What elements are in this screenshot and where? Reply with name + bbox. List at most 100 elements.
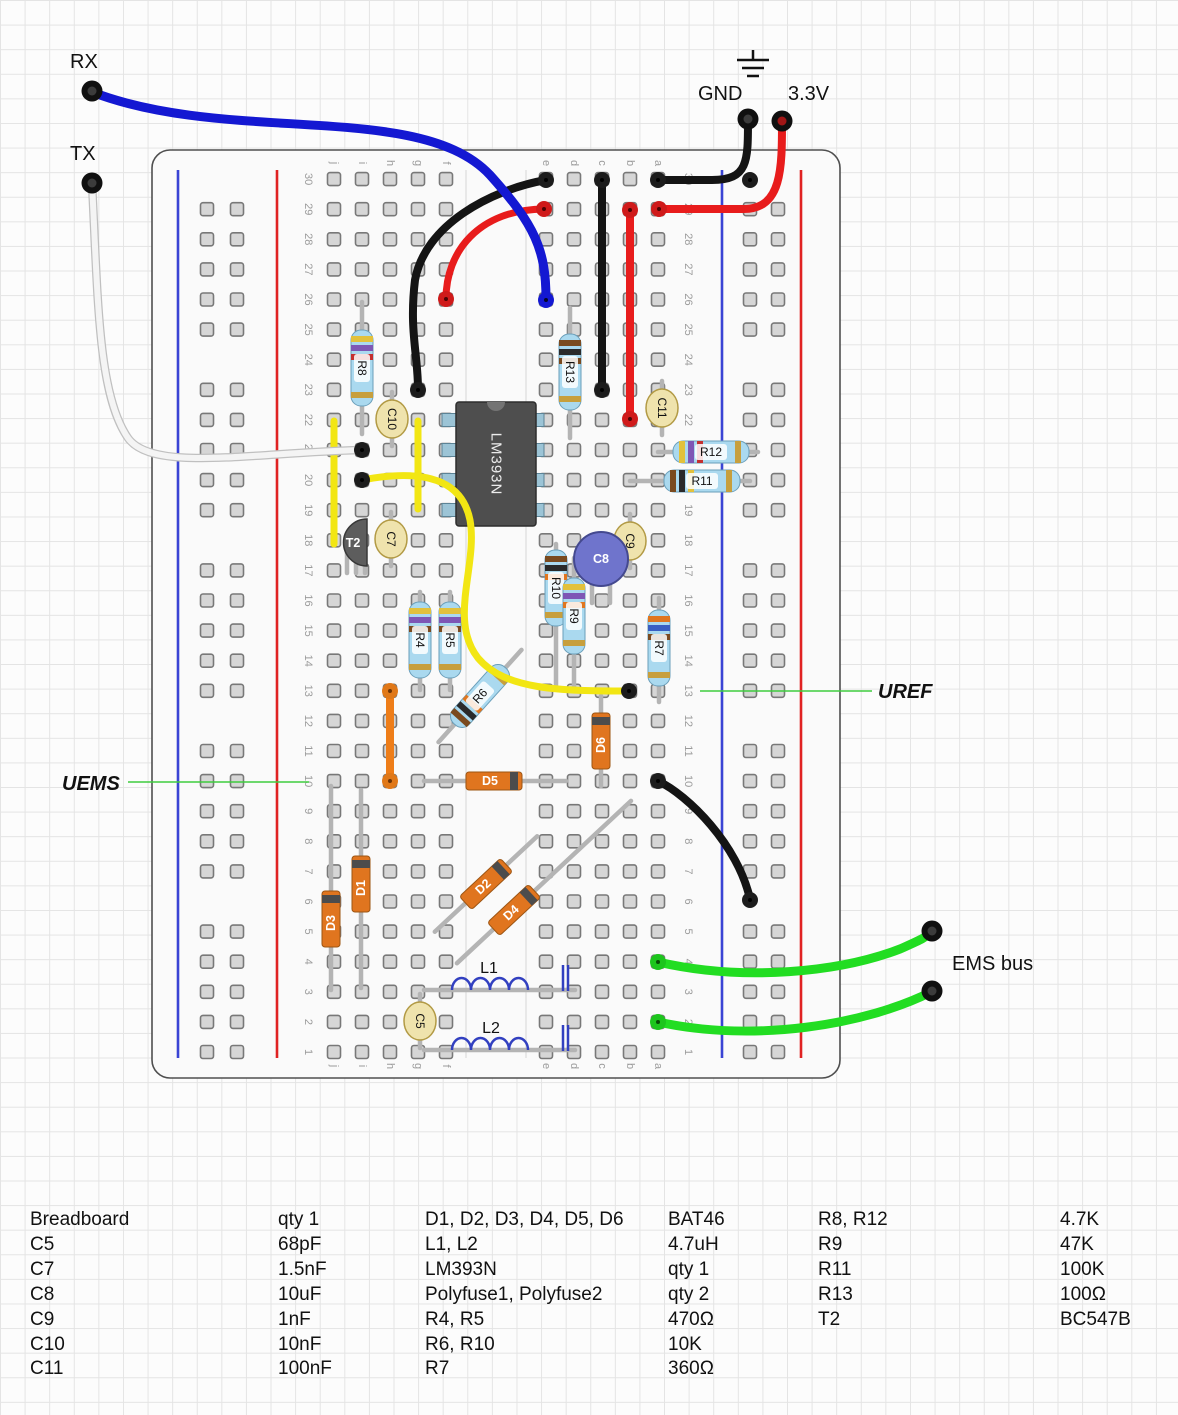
breadboard-hole: [229, 1014, 245, 1030]
breadboard-hole: [199, 412, 215, 428]
breadboard-print: 7: [682, 868, 694, 874]
capacitor-body: [573, 531, 629, 587]
breadboard-hole: [650, 232, 666, 247]
breadboard-hole: [410, 713, 426, 729]
breadboard-hole: [742, 623, 758, 638]
breadboard-print: 17: [682, 564, 694, 576]
breadboard-hole: [622, 924, 638, 939]
breadboard-hole: [594, 1044, 610, 1060]
capacitor-c11-label: C11: [655, 397, 669, 418]
breadboard-hole: [770, 563, 786, 578]
diode-d6-label: D6: [594, 737, 608, 753]
breadboard-hole: [566, 472, 582, 488]
ic-lm393n: LM393N: [441, 401, 545, 527]
parts-cell: L1, L2: [425, 1233, 478, 1255]
breadboard-print: j: [328, 1064, 340, 1067]
breadboard-hole: [354, 1044, 370, 1060]
breadboard-hole: [770, 502, 786, 518]
wire-yellow-uref: [358, 472, 633, 695]
breadboard-hole: [742, 803, 758, 819]
breadboard-hole: [742, 743, 758, 759]
resistor-r5: R5: [438, 589, 462, 693]
breadboard-print: 18: [682, 534, 694, 546]
breadboard-print: 1: [302, 1049, 314, 1055]
breadboard-hole: [622, 984, 638, 1000]
breadboard-hole: [594, 623, 610, 638]
resistor-r9-label: R9: [567, 608, 581, 624]
breadboard-hole: [382, 954, 398, 970]
breadboard-hole: [770, 232, 786, 247]
wire-white-tx: [89, 180, 363, 461]
breadboard-print: 9: [682, 808, 694, 814]
breadboard-hole: [538, 833, 554, 849]
breadboard-hole: [229, 472, 245, 488]
breadboard-hole: [742, 412, 758, 428]
breadboard-hole: [594, 502, 610, 518]
breadboard-hole: [326, 171, 342, 187]
wire-black-to-rail: [654, 777, 754, 903]
breadboard-hole: [594, 412, 610, 428]
connection-dot: [650, 954, 666, 970]
breadboard-hole: [229, 502, 245, 518]
breadboard-hole: [199, 262, 215, 277]
breadboard-hole: [229, 683, 245, 699]
wire-blue-rx: [87, 87, 551, 304]
breadboard-hole: [438, 532, 454, 548]
breadboard-hole: [229, 232, 245, 247]
wires: [87, 87, 936, 1036]
resistor-r4-label: R4: [413, 632, 427, 648]
capacitor-c8: C8: [573, 531, 629, 606]
parts-cell: R6, R10: [425, 1333, 495, 1355]
breadboard-hole: [650, 803, 666, 819]
breadboard-hole: [770, 924, 786, 939]
parts-cell: 1nF: [278, 1308, 311, 1330]
breadboard-print: h: [384, 1063, 396, 1069]
breadboard-hole: [382, 984, 398, 1000]
breadboard-hole: [326, 653, 342, 669]
breadboard-hole: [538, 532, 554, 548]
breadboard-hole: [566, 773, 582, 789]
diode-body: [465, 771, 523, 791]
resistor-r8: R8: [350, 299, 374, 437]
parts-cell: 10K: [668, 1333, 702, 1355]
breadboard-hole: [199, 1014, 215, 1030]
breadboard-hole: [538, 322, 554, 337]
resistor-band: [688, 441, 694, 463]
breadboard-hole: [538, 1014, 554, 1030]
wire-green-ems1: [653, 926, 936, 978]
diode-d3: D3: [321, 783, 341, 993]
diode-band: [510, 772, 518, 790]
breadboard-hole: [326, 1014, 342, 1030]
transistor-body: [342, 518, 368, 567]
parts-cell: Breadboard: [30, 1209, 130, 1230]
breadboard-hole: [770, 773, 786, 789]
resistor-band: [559, 396, 581, 402]
resistor-band: [735, 441, 741, 463]
breadboard-print: 3: [302, 989, 314, 995]
breadboard-hole: [438, 171, 454, 187]
breadboard-hole: [770, 1044, 786, 1060]
resistor-band: [726, 470, 732, 492]
breadboard-print: d: [568, 1063, 580, 1069]
breadboard-hole: [770, 743, 786, 759]
breadboard-print: 16: [682, 594, 694, 606]
breadboard-print: b: [624, 1063, 636, 1069]
breadboard-hole: [326, 232, 342, 247]
connection-dot: [438, 291, 454, 307]
breadboard-hole: [199, 1044, 215, 1060]
breadboard-hole: [199, 201, 215, 217]
breadboard-print: 22: [682, 414, 694, 426]
breadboard-hole: [354, 713, 370, 729]
breadboard-hole: [650, 502, 666, 518]
breadboard-hole: [438, 232, 454, 247]
rx-label: RX: [70, 51, 98, 73]
breadboard-hole: [438, 382, 454, 398]
capacitor-body: [645, 388, 679, 428]
label-plate: [412, 626, 428, 654]
breadboard-hole: [594, 442, 610, 458]
breadboard-hole: [382, 623, 398, 638]
breadboard-hole: [770, 442, 786, 458]
